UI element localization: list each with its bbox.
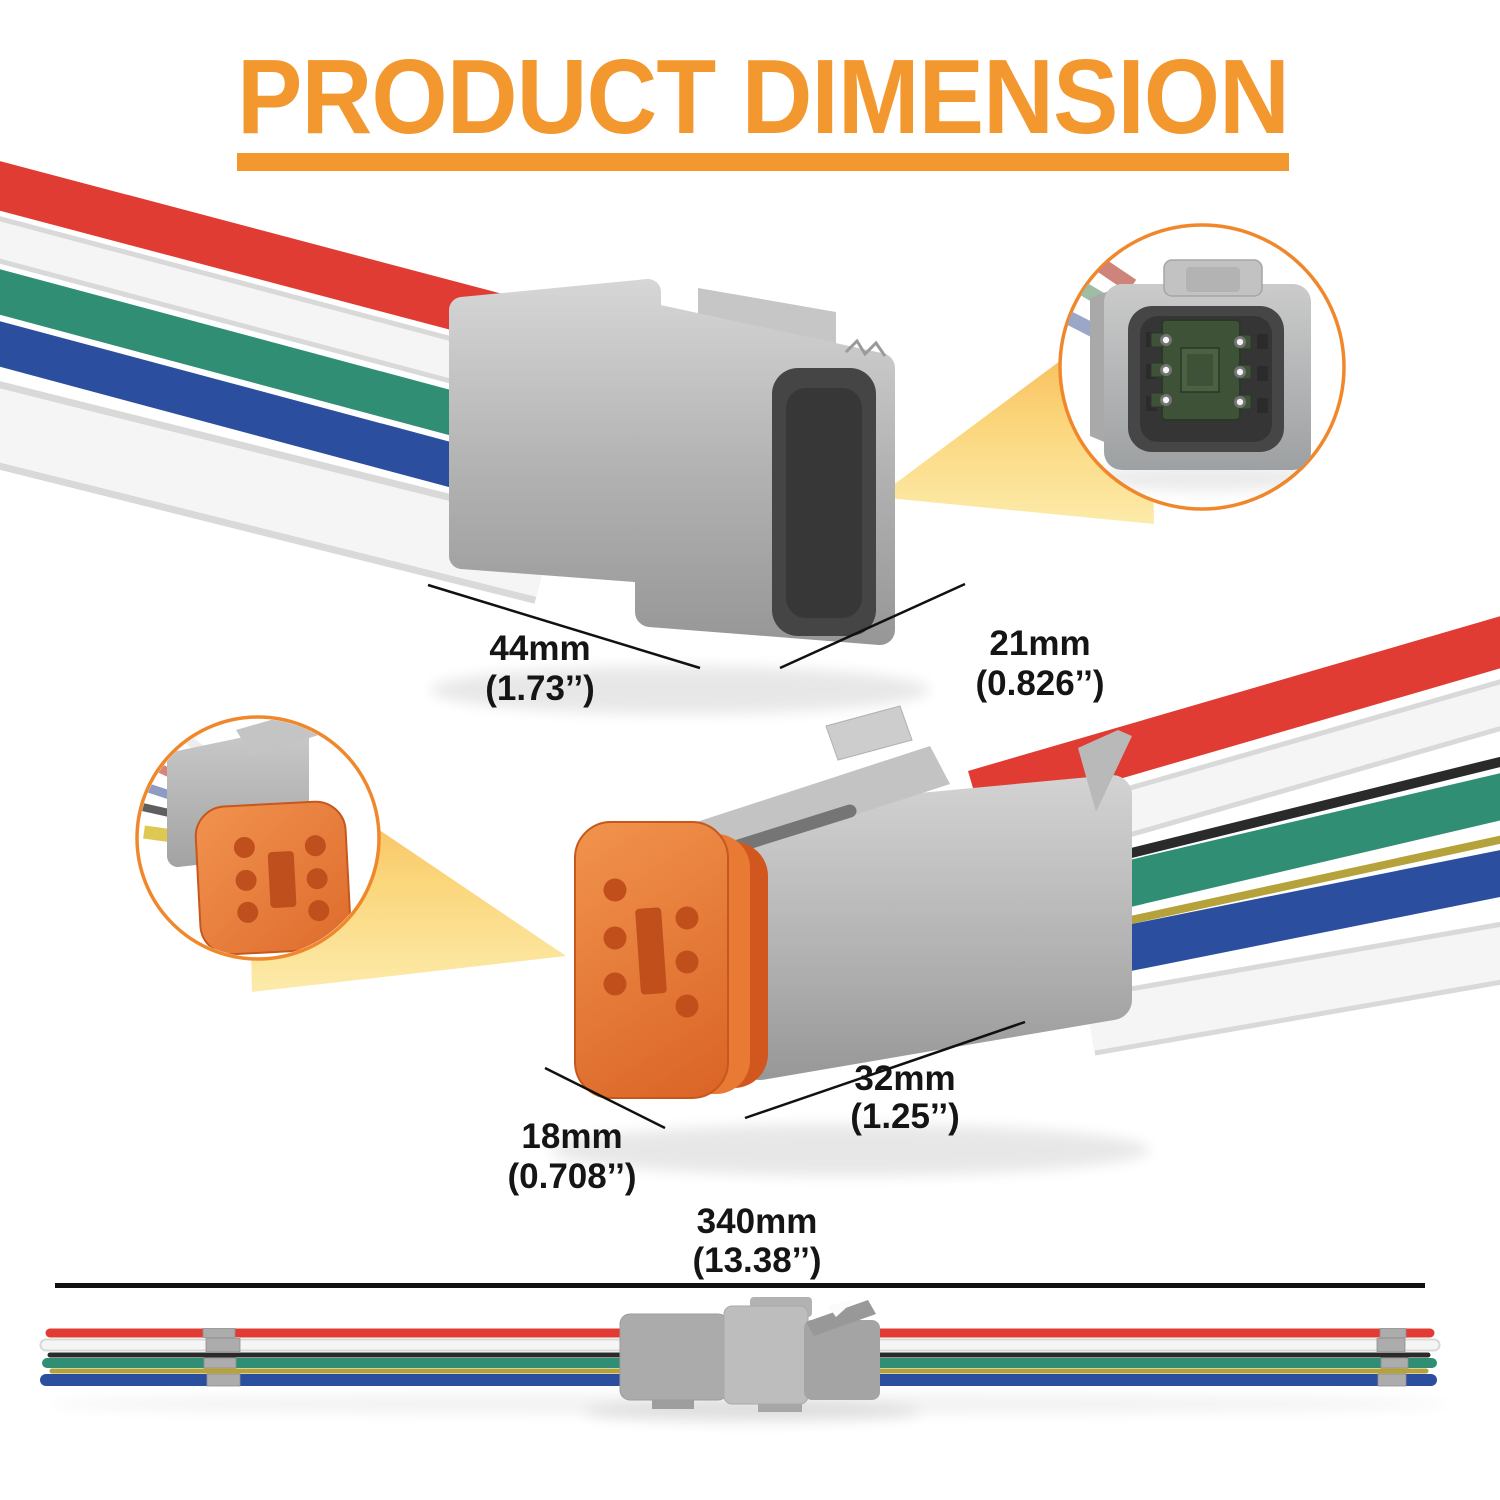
title-underline-bar [237, 153, 1289, 171]
dimension-label-340mm-inch: (13.38’’) [692, 1241, 821, 1280]
dimension-label-18mm-inch: (0.708’’) [507, 1157, 636, 1196]
female-connector [574, 705, 1132, 1099]
assembled-harness [39, 1297, 1450, 1423]
wire-red [0, 161, 552, 354]
female-latch-wedge [1078, 730, 1132, 812]
latch-bar [806, 1300, 876, 1336]
male-connector-rear [449, 279, 661, 583]
inset-female-latch-arm [236, 719, 344, 756]
male-housing-side [619, 1313, 729, 1401]
inset-female-latch-tab [313, 719, 345, 736]
inset-male-latch-notch [1186, 267, 1240, 292]
male-connector-notch-teeth [844, 338, 887, 357]
wire-white2 [1085, 927, 1500, 1051]
male-connector-shadow [430, 666, 930, 714]
inset-female-seal-face [194, 800, 352, 956]
dimension-label-32mm-inch: (1.25’’) [850, 1097, 960, 1136]
male-connector-mouth-inner [786, 388, 862, 618]
female-latch-lever [825, 705, 913, 761]
male-connector [449, 279, 895, 645]
female-face-inset [139, 719, 352, 956]
dimension-label-32mm: 32mm [854, 1059, 955, 1098]
female-latch-arm [672, 746, 950, 868]
wire-red [968, 616, 1500, 820]
pin-contacts [1160, 334, 1246, 408]
dimension-label-340mm: 340mm [697, 1202, 818, 1241]
dimension-line-18mm [544, 1066, 666, 1130]
dimension-line-21mm [779, 582, 966, 670]
female-housing-side [804, 1320, 880, 1400]
mated-connector-pair [619, 1297, 880, 1412]
dimension-label-21mm: 21mm [989, 624, 1090, 663]
dimension-label-21mm-inch: (0.826’’) [975, 664, 1104, 703]
latch-opening [828, 1299, 856, 1317]
female-connector-body [740, 775, 1132, 1080]
socket-holes [603, 878, 699, 1018]
dimension-label-18mm: 18mm [521, 1117, 622, 1156]
dimension-label-44mm-inch: (1.73’’) [485, 669, 595, 708]
dimension-label-44mm: 44mm [489, 629, 590, 668]
male-face-inset [1061, 226, 1323, 491]
female-connector-shadow [550, 1124, 1150, 1176]
inset-shadow [1087, 465, 1323, 491]
dimension-baseline [55, 1283, 1425, 1288]
inset-green-wedgelock [1150, 319, 1252, 421]
dimension-line-32mm [744, 1020, 1026, 1120]
stripped-wire-bands [202, 1328, 1409, 1387]
page-title: PRODUCT DIMENSION [237, 38, 1289, 156]
socket-holes [233, 835, 330, 923]
dimension-line-44mm [427, 583, 701, 670]
connector-foot [652, 1398, 694, 1409]
coupling-section [723, 1305, 809, 1405]
